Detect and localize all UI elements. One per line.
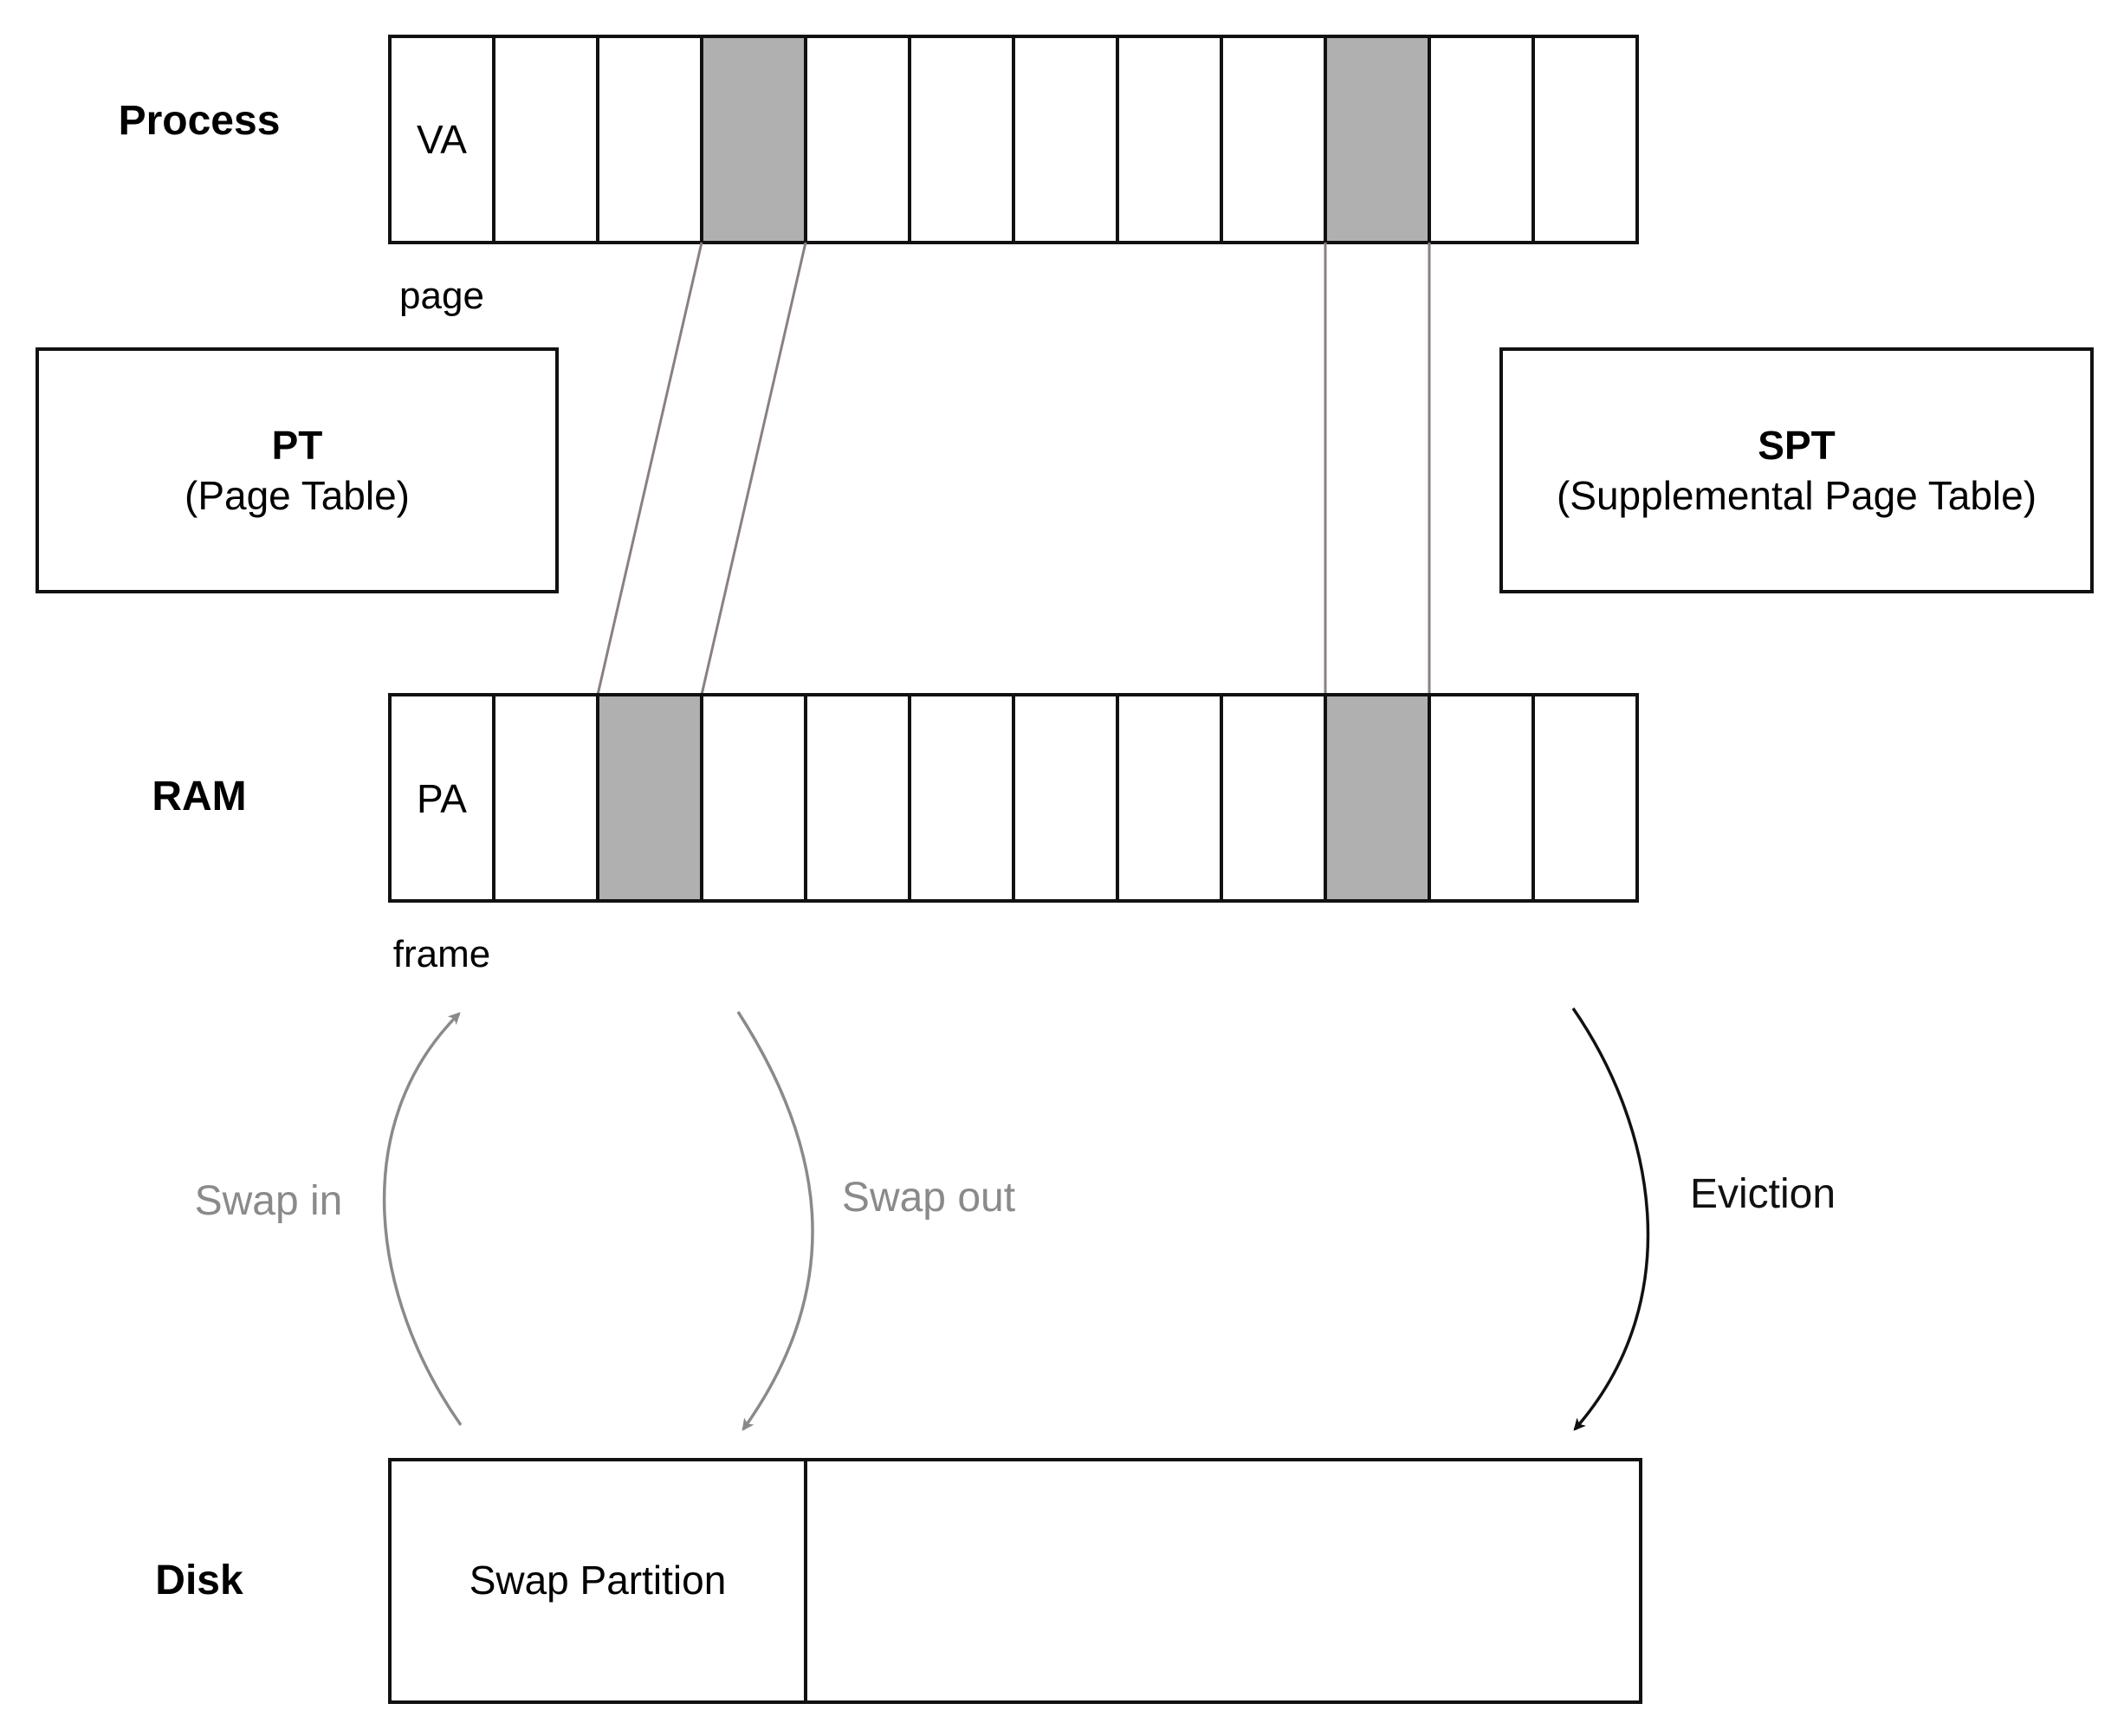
swap-in-label: Swap in [195, 1178, 343, 1224]
eviction-arrow [1571, 1007, 1650, 1431]
frame-cell [908, 693, 1015, 903]
disk-row-label: Disk [155, 1558, 243, 1603]
frame-label: frame [393, 933, 490, 975]
ram-row-label: RAM [152, 774, 246, 819]
page-table-title: PT [272, 423, 323, 468]
ram-pa-label: PA [417, 776, 467, 821]
page-label: page [399, 275, 484, 317]
frame-cell [1116, 693, 1223, 903]
swap-out-label: Swap out [842, 1175, 1015, 1221]
supplemental-page-table-box [1499, 347, 2094, 593]
mapping-line-1-left [596, 242, 703, 696]
frame-cell [1012, 693, 1119, 903]
page-cell [492, 35, 599, 244]
swap-partition-label: Swap Partition [469, 1558, 727, 1603]
page-cell [1220, 35, 1327, 244]
page-cell [1531, 35, 1639, 244]
swap-in-arrow [382, 1012, 463, 1427]
eviction-label: Eviction [1690, 1171, 1836, 1217]
frame-cell [700, 693, 807, 903]
process-va-label: VA [417, 117, 467, 162]
process-row-label: Process [119, 98, 281, 144]
page-cell [908, 35, 1015, 244]
frame-cell [388, 693, 495, 903]
page-cell [1012, 35, 1119, 244]
page-table-subtitle: (Page Table) [185, 473, 410, 518]
page-cell-highlighted [700, 35, 807, 244]
mapping-line-1-right [700, 242, 807, 696]
page-table-box [36, 347, 559, 593]
ram-frame-strip [388, 693, 1639, 903]
frame-cell [1428, 693, 1535, 903]
page-cell [388, 35, 495, 244]
page-cell [1116, 35, 1223, 244]
supplemental-page-table-title: SPT [1758, 423, 1835, 468]
frame-cell [1220, 693, 1327, 903]
supplemental-page-table-subtitle: (Supplemental Page Table) [1557, 473, 2037, 518]
disk-box [388, 1458, 1642, 1704]
frame-cell [492, 693, 599, 903]
page-to-frame-mappings [596, 242, 1431, 696]
process-page-strip [388, 35, 1639, 244]
frame-cell [804, 693, 911, 903]
swap-out-arrow [736, 1011, 814, 1431]
frame-cell-highlighted [596, 693, 703, 903]
page-cell-highlighted [1324, 35, 1431, 244]
page-cell [1428, 35, 1535, 244]
frame-cell-highlighted [1324, 693, 1431, 903]
page-cell [804, 35, 911, 244]
frame-cell [1531, 693, 1639, 903]
page-cell [596, 35, 703, 244]
